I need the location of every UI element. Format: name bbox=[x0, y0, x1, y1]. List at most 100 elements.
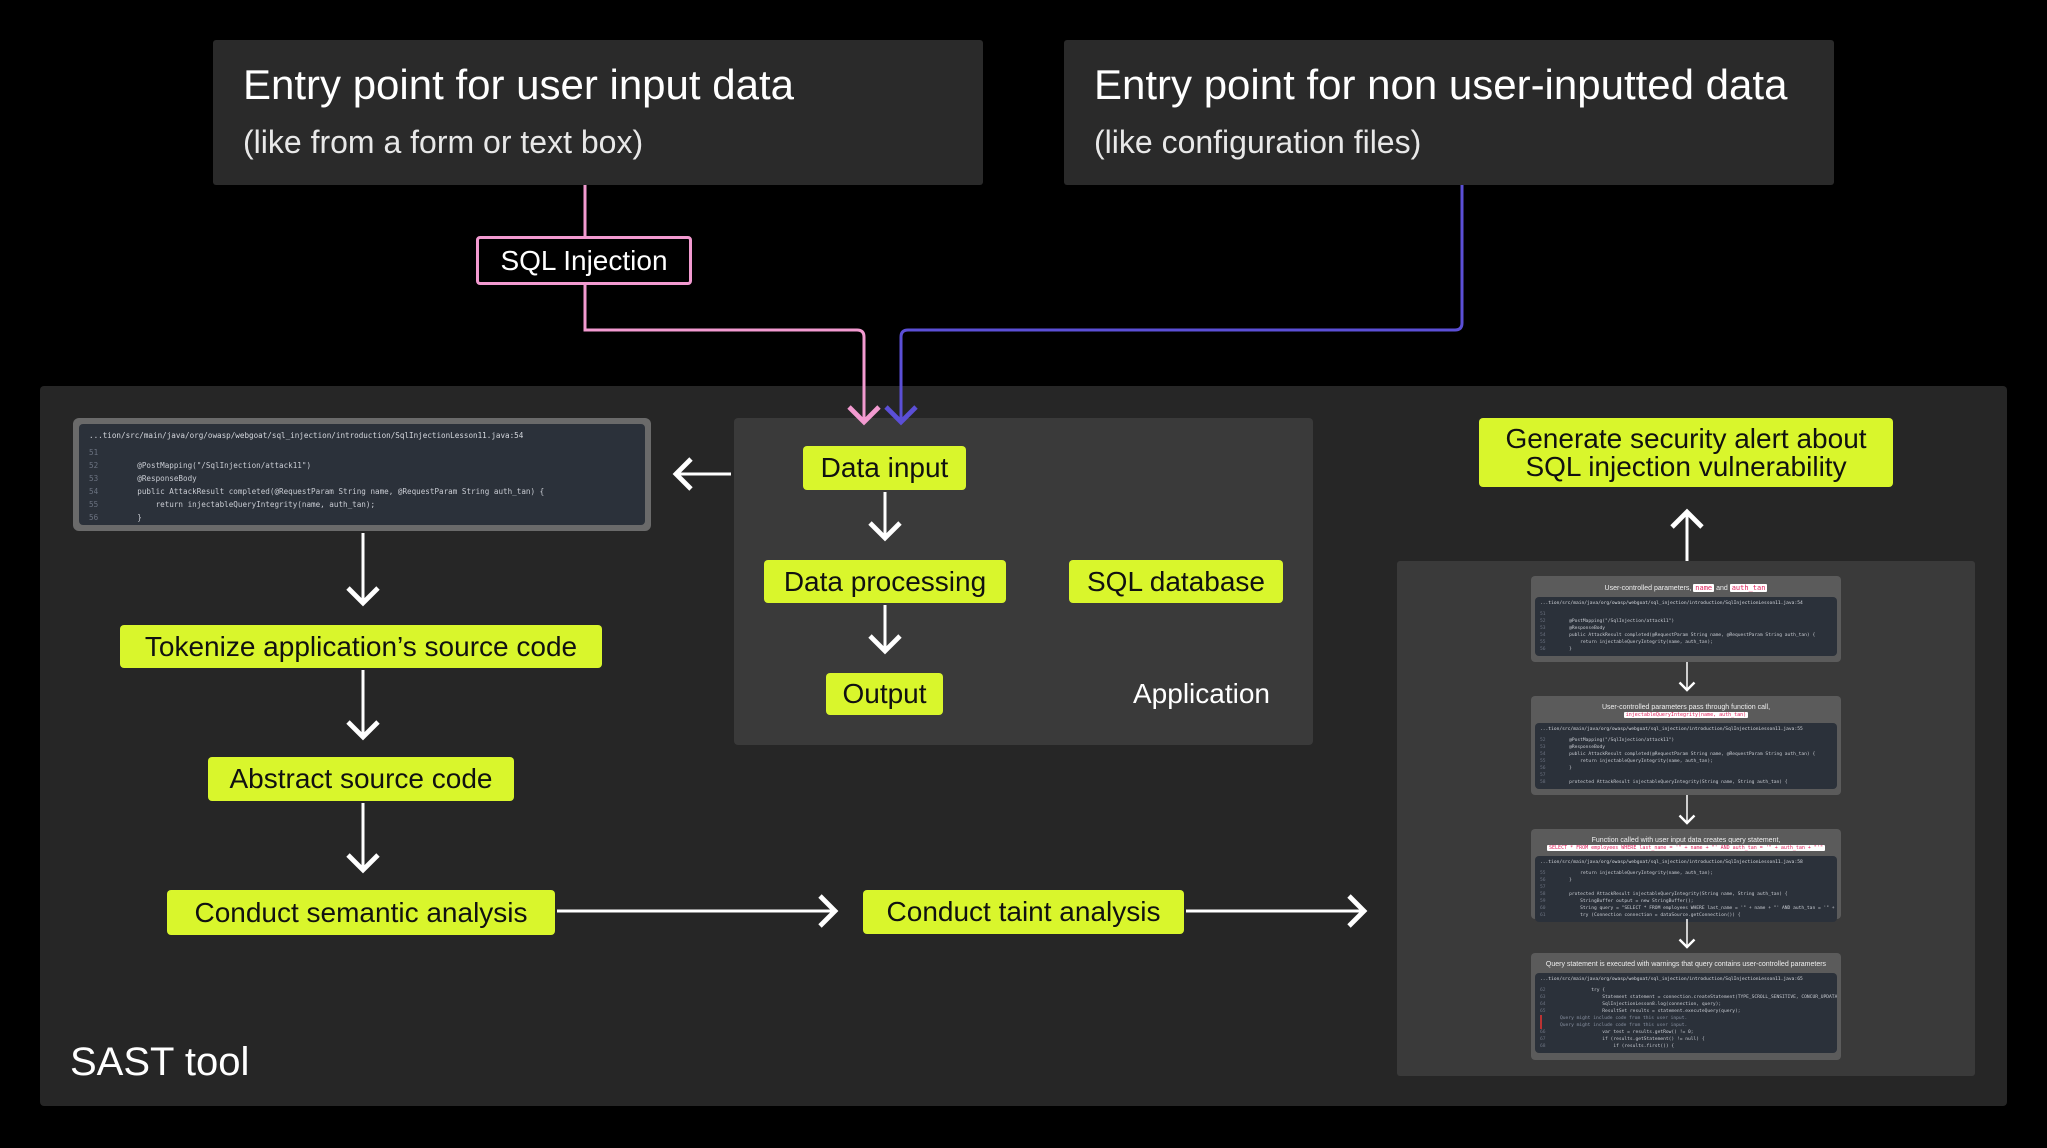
line-text: @ResponseBody bbox=[1558, 745, 1606, 750]
code-line: 51 bbox=[89, 446, 635, 459]
code-line: 62 try { bbox=[1540, 987, 1832, 994]
caption-text: User-controlled parameters pass through … bbox=[1601, 704, 1771, 711]
line-number: 52 bbox=[1540, 738, 1546, 743]
line-number: 62 bbox=[1540, 988, 1546, 993]
entry-user-title: Entry point for user input data bbox=[243, 61, 794, 108]
line-text: var test = results.getRow() != 0; bbox=[1558, 1030, 1694, 1035]
line-text: @PostMapping("/SqlInjection/attack11") bbox=[1558, 619, 1675, 624]
data-input-node: Data input bbox=[803, 446, 966, 490]
trace-caption: User-controlled parameters pass through … bbox=[1535, 704, 1837, 718]
caption-text: Query statement is executed with warning… bbox=[1545, 961, 1827, 968]
output-node: Output bbox=[826, 673, 943, 715]
security-alert-step: Generate security alert about SQL inject… bbox=[1479, 418, 1893, 487]
file-path: ...tion/src/main/java/org/owasp/webgoat/… bbox=[1540, 727, 1803, 732]
code-line: 55 return injectableQueryIntegrity(name,… bbox=[1540, 639, 1832, 646]
sql-database-node: SQL database bbox=[1069, 560, 1283, 603]
line-text: Query might include code from this user … bbox=[1560, 1016, 1688, 1021]
code-line: 54 public AttackResult completed(@Reques… bbox=[89, 485, 635, 498]
code-line: 52 @PostMapping("/SqlInjection/attack11"… bbox=[89, 459, 635, 472]
sast-tool-label: SAST tool bbox=[70, 1040, 250, 1084]
code-line: 60 String query = "SELECT * FROM employe… bbox=[1540, 905, 1835, 912]
caption-text: Function called with user input data cre… bbox=[1591, 837, 1781, 844]
line-text: try (Connection connection = dataSource.… bbox=[1558, 913, 1741, 918]
line-text: if (results.getStatement() != null) { bbox=[1558, 1037, 1705, 1042]
entry-nonuser-subtitle: (like configuration files) bbox=[1094, 124, 1422, 161]
caption-joiner: and bbox=[1716, 585, 1728, 592]
file-path: ...tion/src/main/java/org/owasp/webgoat/… bbox=[1540, 977, 1803, 982]
line-number: 52 bbox=[89, 461, 99, 470]
code-line: 68 if (results.first()) { bbox=[1540, 1043, 1832, 1050]
line-text: @PostMapping("/SqlInjection/attack11") bbox=[119, 461, 312, 470]
code-line: 58 protected AttackResult injectableQuer… bbox=[1540, 779, 1832, 786]
line-text: SqlInjectionLesson8.log(connection, quer… bbox=[1558, 1002, 1722, 1007]
line-number: 55 bbox=[1540, 871, 1546, 876]
code-line: 59 StringBuffer output = new StringBuffe… bbox=[1540, 898, 1832, 905]
code-view: ...tion/src/main/java/org/owasp/webgoat/… bbox=[1535, 723, 1837, 789]
code-line: 52 @PostMapping("/SqlInjection/attack11"… bbox=[1540, 618, 1832, 625]
line-text: @PostMapping("/SqlInjection/attack11") bbox=[1558, 738, 1675, 743]
line-text: return injectableQueryIntegrity(name, au… bbox=[1558, 759, 1713, 764]
line-text: return injectableQueryIntegrity(name, au… bbox=[119, 500, 376, 509]
line-text: ResultSet results = statement.executeQue… bbox=[1558, 1009, 1741, 1014]
line-number: 65 bbox=[1540, 1009, 1546, 1014]
line-number: 57 bbox=[1540, 885, 1546, 890]
line-number: 56 bbox=[89, 513, 99, 522]
line-text: } bbox=[1558, 647, 1572, 652]
entry-point-user-input: Entry point for user input data (like fr… bbox=[213, 40, 983, 185]
trace-card: User-controlled parameters pass through … bbox=[1531, 696, 1841, 795]
line-number: 52 bbox=[1540, 619, 1546, 624]
code-line: 55 return injectableQueryIntegrity(name,… bbox=[1540, 870, 1832, 877]
code-line: 57 bbox=[1540, 772, 1832, 779]
line-number: 63 bbox=[1540, 995, 1546, 1000]
caption-text: User-controlled parameters, bbox=[1604, 585, 1692, 592]
code-line: 55 return injectableQueryIntegrity(name,… bbox=[1540, 758, 1832, 765]
line-number: 66 bbox=[1540, 1030, 1546, 1035]
code-view: ...tion/src/main/java/org/owasp/webgoat/… bbox=[79, 424, 645, 525]
trace-caption: Query statement is executed with warning… bbox=[1535, 961, 1837, 968]
line-number: 64 bbox=[1540, 1002, 1546, 1007]
tokenize-step: Tokenize application’s source code bbox=[120, 625, 602, 668]
line-text: Query might include code from this user … bbox=[1560, 1023, 1688, 1028]
line-number: 58 bbox=[1540, 892, 1546, 897]
entry-user-subtitle: (like from a form or text box) bbox=[243, 124, 644, 161]
code-view: ...tion/src/main/java/org/owasp/webgoat/… bbox=[1535, 973, 1837, 1053]
file-path: ...tion/src/main/java/org/owasp/webgoat/… bbox=[1540, 860, 1803, 865]
line-text: public AttackResult completed(@RequestPa… bbox=[119, 487, 545, 496]
highlighted-code: SELECT * FROM employees WHERE last_name … bbox=[1547, 845, 1825, 851]
trace-card: Function called with user input data cre… bbox=[1531, 829, 1841, 922]
highlighted-code: name bbox=[1693, 584, 1715, 592]
code-line: 51 bbox=[1540, 611, 1832, 618]
line-text: } bbox=[1558, 878, 1572, 883]
entry-nonuser-title: Entry point for non user-inputted data bbox=[1094, 61, 1788, 108]
line-number: 55 bbox=[1540, 640, 1546, 645]
code-line: 54 public AttackResult completed(@Reques… bbox=[1540, 632, 1832, 639]
line-number: 54 bbox=[1540, 633, 1546, 638]
code-view: ...tion/src/main/java/org/owasp/webgoat/… bbox=[1535, 597, 1837, 656]
line-number: 58 bbox=[1540, 780, 1546, 785]
trace-caption: Function called with user input data cre… bbox=[1535, 837, 1837, 851]
purple-connector bbox=[884, 185, 1464, 426]
line-text: String query = "SELECT * FROM employees … bbox=[1580, 906, 1835, 911]
line-number: 55 bbox=[1540, 759, 1546, 764]
line-number: 60 bbox=[1540, 906, 1546, 911]
data-processing-node: Data processing bbox=[764, 560, 1006, 603]
line-text: return injectableQueryIntegrity(name, au… bbox=[1558, 640, 1713, 645]
line-text: public AttackResult completed(@RequestPa… bbox=[1558, 752, 1816, 757]
code-line: 67 if (results.getStatement() != null) { bbox=[1540, 1036, 1832, 1043]
semantic-analysis-step: Conduct semantic analysis bbox=[167, 890, 555, 935]
line-number: 53 bbox=[89, 474, 99, 483]
line-number: 56 bbox=[1540, 878, 1546, 883]
trace-card: User-controlled parameters, name and aut… bbox=[1531, 576, 1841, 662]
line-text: public AttackResult completed(@RequestPa… bbox=[1558, 633, 1816, 638]
line-text: protected AttackResult injectableQueryIn… bbox=[1558, 892, 1788, 897]
code-view: ...tion/src/main/java/org/owasp/webgoat/… bbox=[1535, 856, 1837, 922]
line-text: @ResponseBody bbox=[119, 474, 197, 483]
application-label: Application bbox=[1133, 678, 1270, 709]
line-number: 56 bbox=[1540, 647, 1546, 652]
file-path: ...tion/src/main/java/org/owasp/webgoat/… bbox=[89, 431, 524, 440]
code-line: 64 SqlInjectionLesson8.log(connection, q… bbox=[1540, 1001, 1832, 1008]
line-text: if (results.first()) { bbox=[1558, 1044, 1675, 1049]
pink-connector bbox=[583, 185, 864, 422]
line-number: 54 bbox=[1540, 752, 1546, 757]
